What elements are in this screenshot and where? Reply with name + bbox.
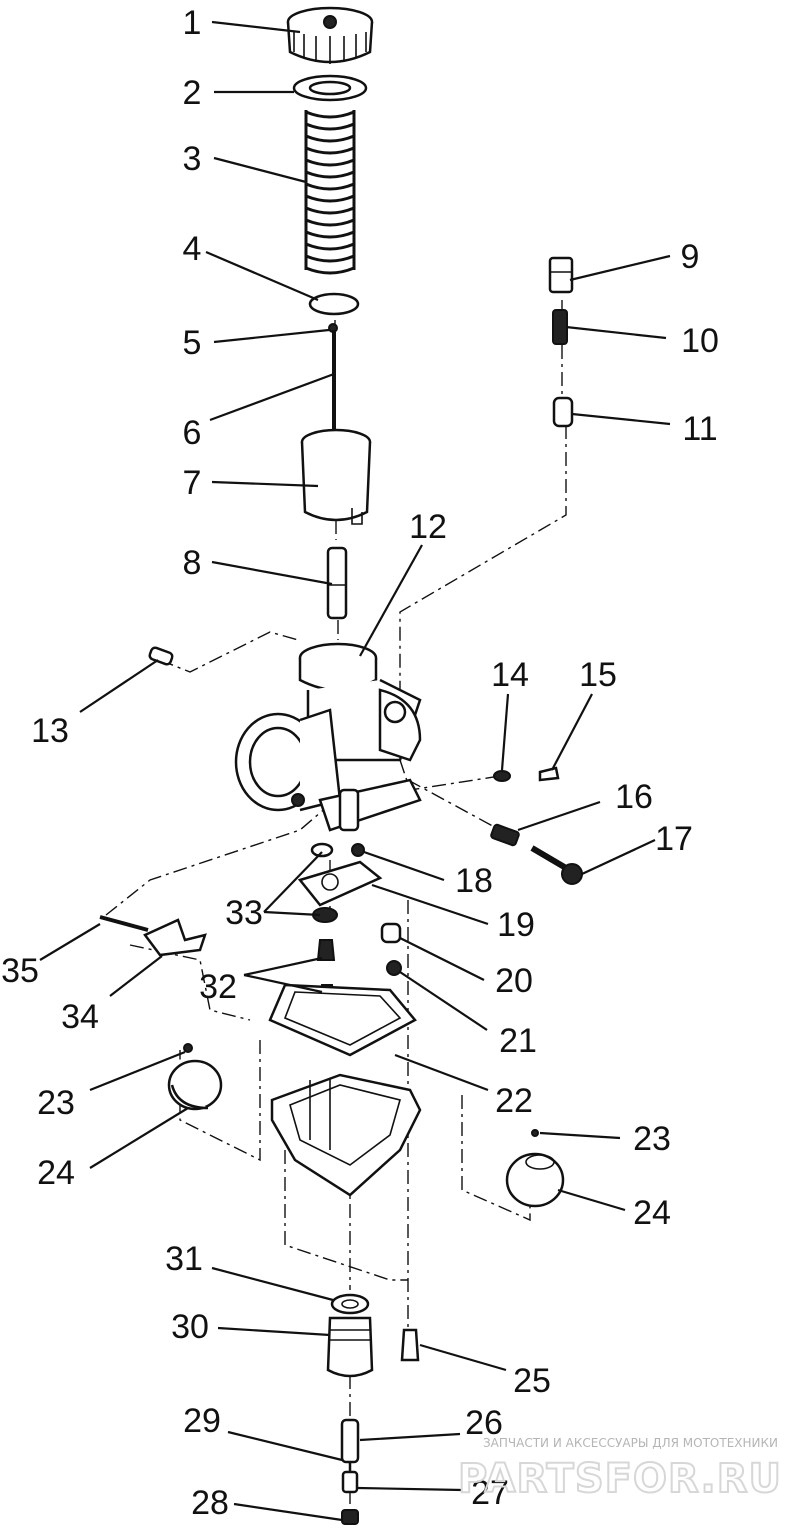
part-18 [351,843,365,857]
callout-labels: 1 2 3 4 5 6 7 8 9 10 11 12 13 14 15 16 1… [1,4,719,1522]
callout-24-left: 24 [37,1154,75,1192]
part-carburetor-body [234,642,422,832]
callout-13: 13 [31,712,69,750]
part-cap [286,6,374,64]
callout-18: 18 [455,862,493,900]
callout-25: 25 [513,1362,551,1400]
callout-21: 21 [499,1022,537,1060]
part-14 [493,770,511,782]
watermark-subtitle: ЗАПЧАСТИ И АКСЕССУАРЫ ДЛЯ МОТОТЕХНИКИ [483,1436,778,1450]
part-23-right [531,1129,539,1137]
callout-23-right: 23 [633,1120,671,1158]
callout-20: 20 [495,962,533,1000]
part-float-arm [297,860,383,907]
part-26-29-main-jet [340,1418,360,1472]
callout-9: 9 [681,238,700,276]
watermark-logo: PARTSFOR.RU [458,1456,782,1502]
callout-16: 16 [615,778,653,816]
callout-8: 8 [183,544,202,582]
part-24-left [167,1059,223,1111]
callout-12: 12 [409,508,447,546]
part-seat [308,292,360,316]
callout-34: 34 [61,998,99,1036]
part-float-bowl [270,1073,422,1197]
callout-3: 3 [183,140,202,178]
part-21 [386,960,402,976]
part-25 [400,1328,420,1362]
callout-31: 31 [165,1240,203,1278]
part-throttle-valve [300,428,372,525]
callout-24-right: 24 [633,1194,671,1232]
callout-10: 10 [681,322,719,360]
callout-5: 5 [183,324,202,362]
callout-26: 26 [465,1404,503,1442]
callout-17: 17 [655,820,693,858]
callout-15: 15 [579,656,617,694]
callout-28: 28 [191,1484,229,1522]
part-23-left [183,1043,193,1053]
leader-lines [39,20,671,1522]
callout-23-left: 23 [37,1084,75,1122]
callout-29: 29 [183,1402,221,1440]
watermark: ЗАПЧАСТИ И АКСЕССУАРЫ ДЛЯ МОТОТЕХНИКИ PA… [457,1436,782,1503]
callout-14: 14 [491,656,529,694]
callout-19: 19 [497,906,535,944]
callout-33: 33 [225,894,263,932]
callout-30: 30 [171,1308,209,1346]
part-plunger-11 [552,396,574,428]
part-34-float [143,918,207,957]
part-15 [538,766,560,782]
part-gasket-22 [268,983,417,1057]
part-20 [380,922,402,944]
callout-1: 1 [183,4,202,42]
callout-7: 7 [183,464,202,502]
part-spring [304,110,356,275]
callout-4: 4 [183,230,202,268]
part-17 [530,845,583,885]
callout-22: 22 [495,1082,533,1120]
callout-2: 2 [183,74,202,112]
part-28 [341,1509,359,1525]
part-27 [341,1470,359,1494]
callout-6: 6 [183,414,202,452]
part-35-pin [99,915,149,932]
callout-32: 32 [199,968,237,1006]
part-fitting-9 [548,256,574,294]
part-spring-10 [552,309,568,345]
part-24-right [505,1152,565,1208]
part-pin-13 [148,646,174,666]
part-30 [326,1316,374,1378]
callout-35: 35 [1,952,39,990]
part-31 [330,1293,370,1315]
callout-27: 27 [471,1474,509,1512]
part-washer [292,74,368,102]
callout-11: 11 [682,410,717,448]
part-16 [490,823,520,847]
